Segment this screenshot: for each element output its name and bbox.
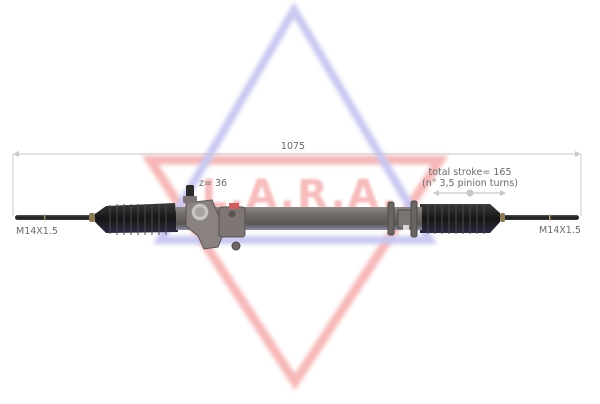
arrow-right-icon: [575, 151, 581, 157]
watermark-logo: L.A.R.A.: [141, 2, 449, 391]
overall-dimension-line: [12, 151, 582, 216]
watermark-triangle-down-icon: [141, 155, 449, 391]
stroke-arrow-right-icon: [500, 190, 506, 196]
left-tie-rod: [15, 215, 95, 220]
left-boot: [95, 203, 178, 235]
watermark-triangle-up-icon: [153, 2, 438, 244]
overall-length-label: 1075: [280, 141, 306, 152]
pinion-teeth-label: z= 36: [199, 178, 228, 189]
pinion-housing: [183, 185, 246, 251]
stroke-center-dot-icon: [466, 189, 474, 197]
right-boot: [420, 204, 500, 234]
right-tie-rod: [500, 215, 579, 220]
stroke-label: total stroke= 165: [428, 167, 512, 178]
left-thread-label: M14X1.5: [16, 226, 58, 237]
right-thread-label: M14X1.5: [539, 225, 581, 236]
stroke-arrow-left-icon: [433, 190, 439, 196]
right-mount: [387, 200, 418, 238]
stroke-indicator: [433, 189, 506, 197]
arrow-left-icon: [13, 151, 19, 157]
pinion-turns-label: (n° 3,5 pinion turns): [422, 178, 518, 189]
pinion-shaft: [186, 185, 194, 198]
steering-rack: [15, 185, 579, 251]
